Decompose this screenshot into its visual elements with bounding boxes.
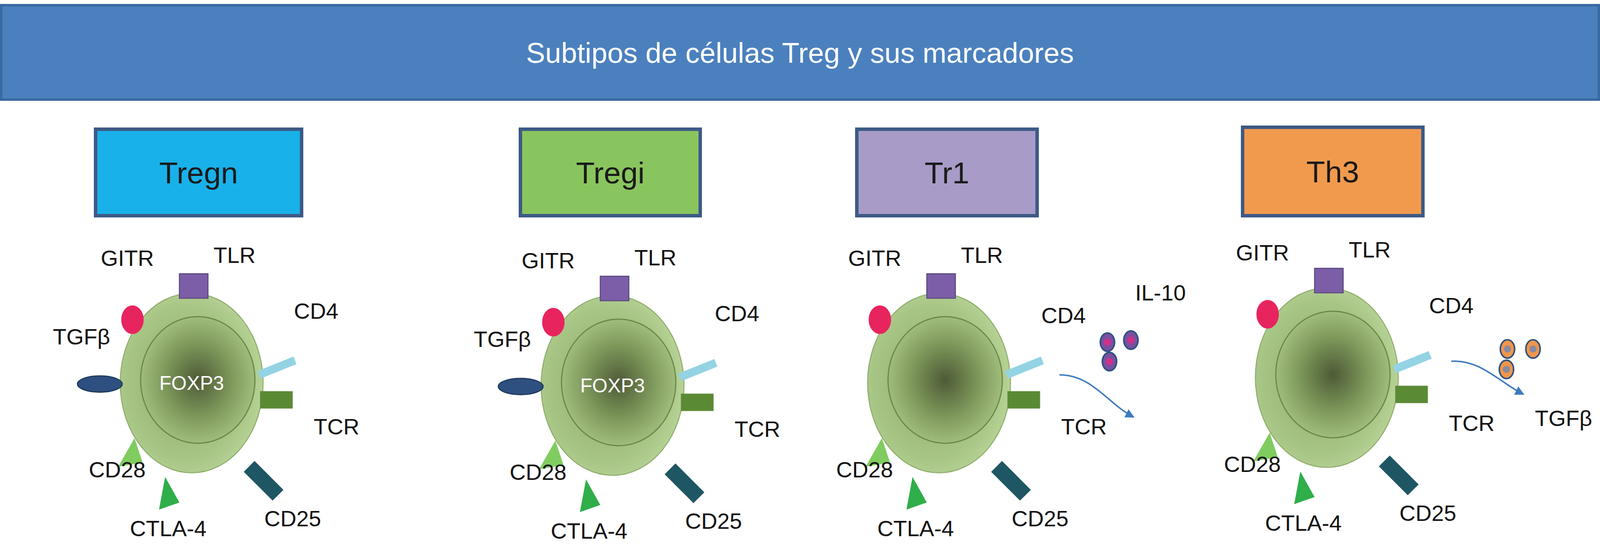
marker-label: TGFβ	[473, 326, 532, 353]
marker-label: TCR	[734, 416, 780, 443]
subtype-header-box: Tr1	[855, 127, 1039, 218]
subtype-name: Tregi	[575, 155, 645, 191]
marker-label: CD4	[1041, 302, 1086, 329]
marker-label: CD25	[1011, 505, 1069, 532]
marker-label: CTLA-4	[129, 515, 207, 542]
marker-label: TGFβ	[1534, 405, 1593, 432]
membrane-tgfb	[498, 378, 544, 395]
marker-label: TLR	[634, 245, 677, 271]
subtype-name: Tregn	[159, 155, 239, 191]
marker-label: CD4	[293, 298, 339, 325]
marker-label: CTLA-4	[877, 515, 954, 542]
nucleus-label: FOXP3	[579, 374, 645, 397]
marker-label: CD25	[264, 505, 322, 532]
marker-label: GITR	[1235, 240, 1290, 266]
subtype-name: Th3	[1306, 154, 1360, 190]
cell-nucleus: FOXP3	[555, 323, 670, 448]
marker-label: CD28	[88, 456, 146, 483]
subtype-name: Tr1	[924, 155, 970, 191]
marker-label: CD28	[1224, 451, 1281, 478]
marker-label: TCR	[313, 413, 360, 440]
marker-label: CD4	[714, 300, 760, 327]
marker-label: TGFβ	[52, 324, 111, 350]
title-band: Subtipos de células Treg y sus marcadore…	[0, 3, 1600, 101]
marker-label: CD25	[1399, 500, 1457, 527]
subtype-header-box: Th3	[1240, 125, 1425, 218]
marker-label: TCR	[1448, 410, 1495, 437]
marker-label: CD28	[836, 456, 894, 483]
subtype-header-box: Tregn	[93, 127, 304, 218]
marker-label: TLR	[1348, 237, 1391, 263]
subtype-header-box: Tregi	[518, 127, 702, 218]
marker-label: GITR	[848, 245, 902, 272]
marker-label: CD25	[685, 508, 742, 534]
marker-label: CD28	[509, 459, 567, 486]
marker-label: TCR	[1061, 413, 1107, 440]
marker-label: CTLA-4	[550, 518, 628, 544]
membrane-tgfb	[77, 375, 123, 393]
secretion-arrow	[1059, 330, 1139, 417]
marker-label: CTLA-4	[1265, 510, 1342, 536]
marker-label: TLR	[213, 242, 256, 269]
marker-label: CD4	[1429, 292, 1474, 319]
nucleus-label: FOXP3	[159, 371, 224, 395]
marker-label: TLR	[960, 242, 1003, 269]
cell-nucleus: FOXP3	[134, 321, 249, 445]
marker-label: GITR	[521, 247, 575, 274]
marker-label: IL-10	[1135, 280, 1187, 306]
secretion-arrow	[1451, 339, 1541, 394]
title-text: Subtipos de células Treg y sus marcadore…	[526, 36, 1074, 70]
marker-label: GITR	[100, 245, 155, 272]
